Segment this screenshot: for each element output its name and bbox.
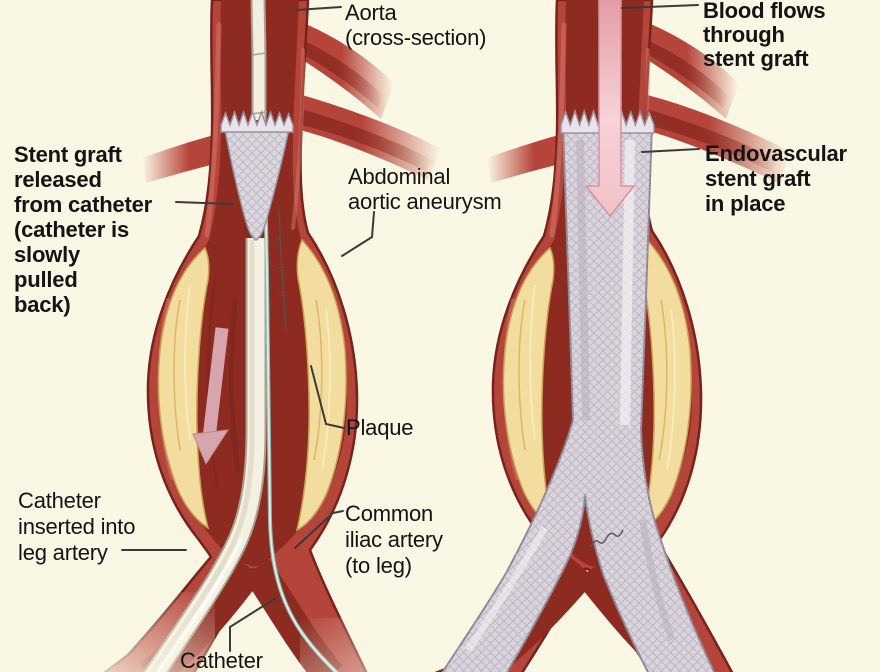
- catheter-bottom-leader-line: [229, 597, 277, 652]
- blood-flow-arrow: [584, 0, 636, 218]
- stent-released-leader-line: [175, 201, 233, 205]
- abdominal-aortic-aneurysm-label: Abdominal aortic aneurysm: [348, 164, 502, 214]
- right-panel-stent-in-place: [434, 0, 791, 672]
- branch-arteries-right-figure: [487, 22, 791, 183]
- suture-line: [590, 529, 624, 548]
- plaque-deposits-right: [502, 238, 692, 532]
- endo-stent-leader-line: [641, 148, 700, 153]
- catheter-tip: [250, 0, 268, 120]
- common-iliac-label: Common iliac artery (to leg): [345, 501, 443, 578]
- branch-arteries-left-figure: [142, 22, 441, 183]
- fade-bottom-right: [300, 618, 385, 672]
- stent-crown: [220, 109, 294, 133]
- fade-bottom-left: [55, 592, 215, 672]
- plaque-leader-line: [310, 365, 345, 429]
- stent-graft-funnel: [220, 109, 294, 241]
- leader-lines: [121, 4, 700, 652]
- stent-released-label: Stent graft released from catheter (cath…: [14, 142, 152, 317]
- iliac-leader-line: [294, 510, 344, 549]
- blood-flow-label: Blood flows through stent graft: [703, 0, 826, 71]
- catheter-leg-label: Catheter inserted into leg artery: [18, 488, 136, 565]
- aaa-leader-line: [341, 211, 375, 257]
- plaque-label: Plaque: [346, 415, 414, 440]
- aorta-leader-line: [295, 6, 342, 11]
- plaque-deposits: [157, 238, 347, 532]
- blood-flow-leader-line: [621, 4, 699, 9]
- pusher-wire: [275, 211, 287, 331]
- aorta-label: Aorta (cross-section): [345, 0, 487, 50]
- endovascular-stent-label: Endovascular stent graft in place: [705, 141, 847, 216]
- catheter-bottom-label: Catheter: [180, 648, 263, 672]
- vessel-highlights: [158, 22, 305, 492]
- pullback-arrow: [192, 327, 229, 466]
- endovascular-stent-graft: [441, 108, 716, 672]
- left-panel-stent-release: [55, 0, 441, 672]
